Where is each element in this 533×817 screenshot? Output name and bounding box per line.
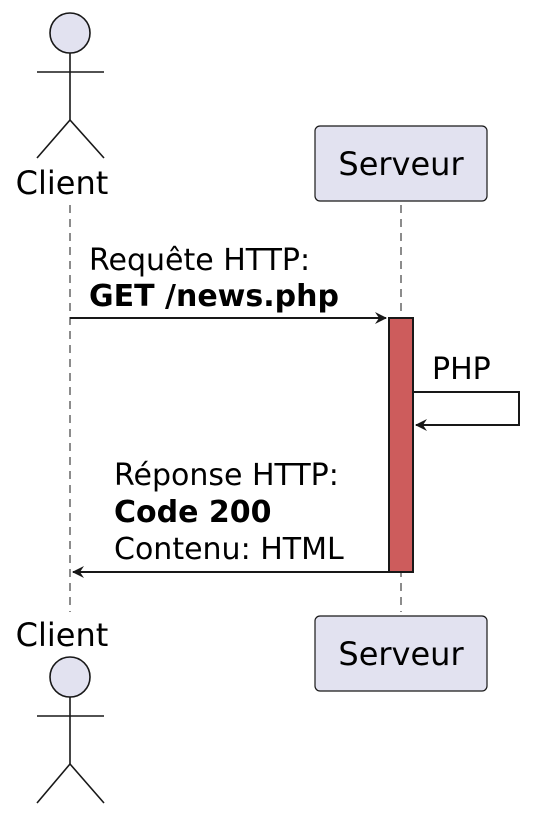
response-label-line1: Réponse HTTP: <box>114 458 339 493</box>
actor-head-icon <box>49 12 91 54</box>
php-self-message: PHP <box>413 352 520 431</box>
server-label-bottom: Serveur <box>338 635 464 673</box>
request-label-line2: GET /news.php <box>89 279 339 314</box>
php-self-arrow <box>413 391 520 431</box>
client-actor-bottom: Client <box>16 616 109 804</box>
request-message: Requête HTTP: GET /news.php <box>70 243 387 324</box>
response-label-line2: Code 200 <box>114 495 272 530</box>
request-label-line1: Requête HTTP: <box>89 243 310 278</box>
server-label-top: Serveur <box>338 145 464 183</box>
php-label: PHP <box>432 352 491 387</box>
actor-head-icon <box>49 656 91 698</box>
client-actor-top: Client <box>16 12 109 202</box>
client-label-top: Client <box>16 164 109 202</box>
response-message: Réponse HTTP: Code 200 Contenu: HTML <box>72 458 389 578</box>
client-label-bottom: Client <box>16 616 109 654</box>
server-participant-bottom: Serveur <box>314 615 488 692</box>
server-box-bottom <box>314 615 488 692</box>
response-label-line3: Contenu: HTML <box>114 532 344 567</box>
server-activation-bar <box>388 317 414 573</box>
server-participant-top: Serveur <box>314 125 488 202</box>
server-box-top <box>314 125 488 202</box>
